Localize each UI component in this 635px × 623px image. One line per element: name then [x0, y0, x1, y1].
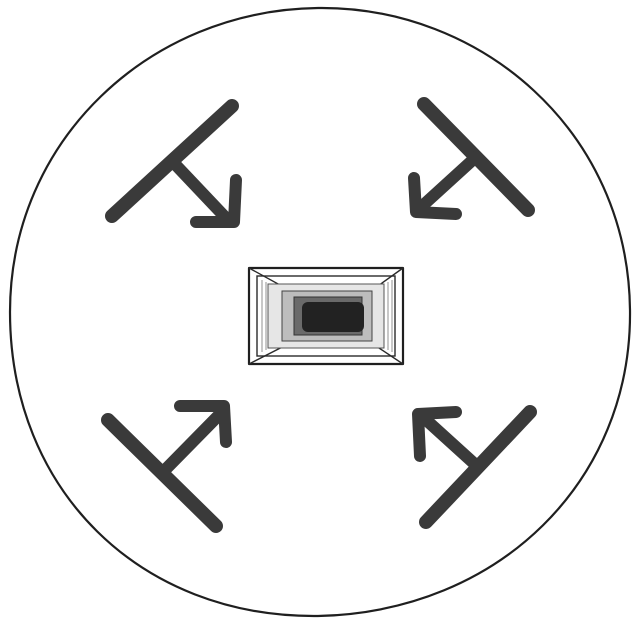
- arrow-icon-bottom-left: [108, 406, 226, 526]
- arrow-icon-bottom-right: [418, 412, 530, 522]
- center-recessed-box: [249, 268, 403, 364]
- center-dark-core: [302, 302, 364, 332]
- arrow-icon-top-right: [414, 104, 528, 214]
- arrow-icon-top-left: [112, 106, 236, 222]
